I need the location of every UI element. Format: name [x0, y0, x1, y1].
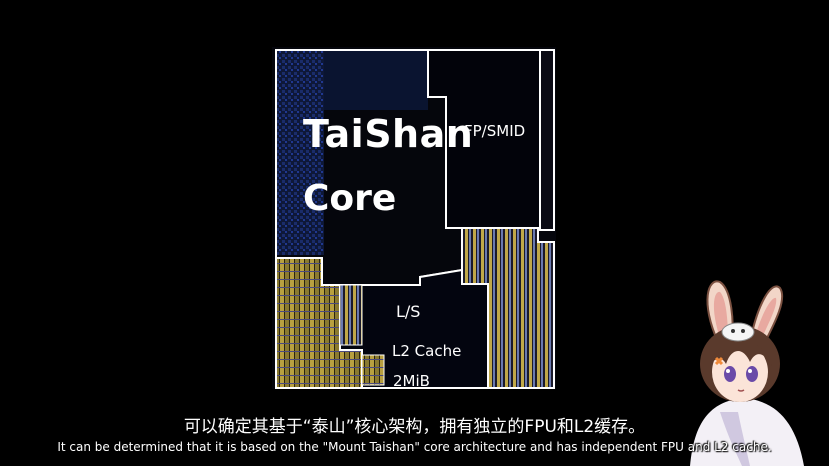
l2-stub	[361, 354, 385, 386]
left-logic-strip	[276, 50, 324, 255]
right-edge-strip	[539, 49, 555, 231]
fpu-label: FP/SMID	[464, 122, 526, 140]
l2-label-line1: L2 Cache	[392, 342, 462, 360]
l2-label-line2: 2MiB	[393, 372, 430, 390]
ls-label: L/S	[396, 302, 421, 321]
core-label-line2: Core	[303, 178, 397, 219]
logic-region	[324, 50, 428, 110]
l2-sub-block	[339, 284, 363, 346]
subtitle-chinese: 可以确定其基于“泰山”核心架构，拥有独立的FPU和L2缓存。	[183, 417, 646, 437]
core-label-line1: TaiShan	[303, 112, 474, 156]
vtuber-avatar-icon	[690, 280, 804, 466]
subtitle-english: It can be determined that it is based on…	[57, 440, 772, 454]
